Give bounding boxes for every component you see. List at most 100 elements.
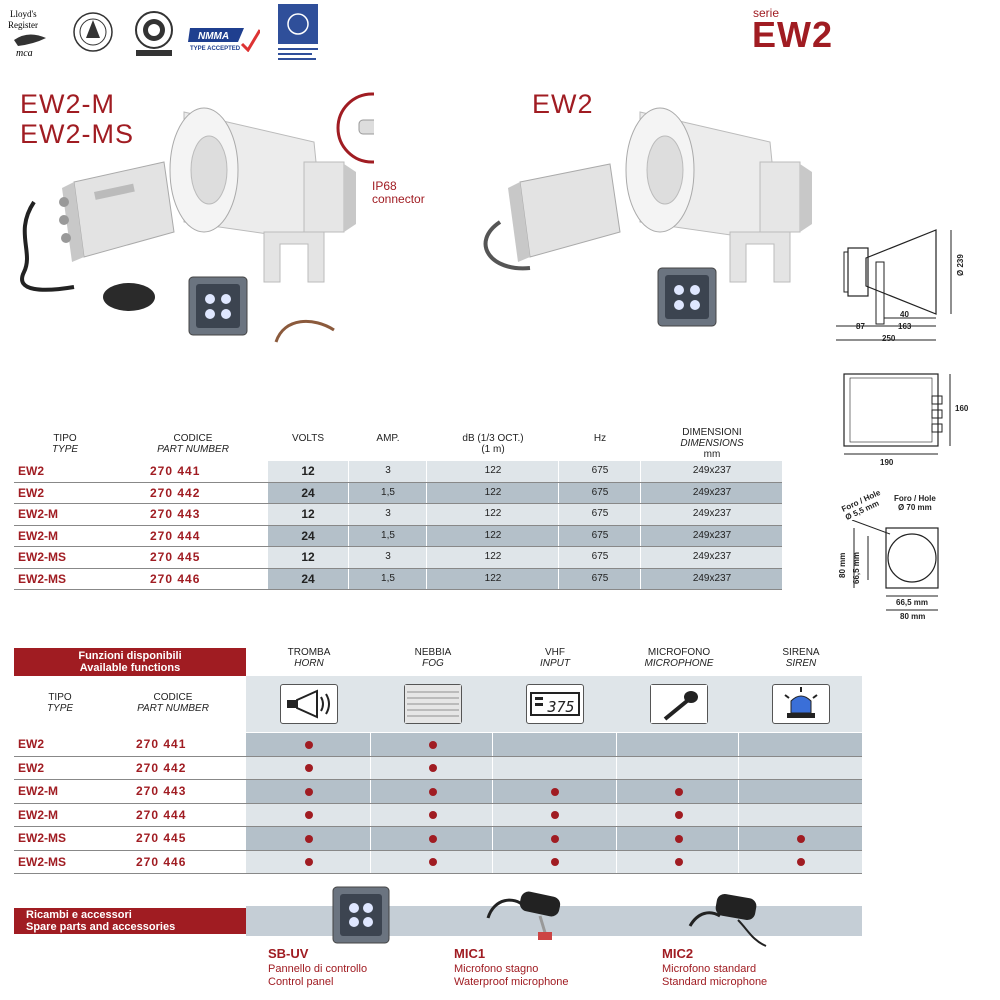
accessories-title-it: Ricambi e accessori: [26, 909, 132, 921]
spec-cell-db: 122: [484, 529, 502, 541]
functions-header-type: TIPO TYPE: [30, 692, 90, 714]
horn-dimension-drawing: [836, 229, 952, 341]
dim-horn-40: 40: [900, 310, 909, 319]
functions-header-codice: CODICE: [153, 692, 193, 703]
functions-row-type: EW2-MS: [18, 831, 66, 845]
functions-header-label-it: SIRENA: [782, 647, 820, 658]
spec-column-divider: [426, 482, 427, 503]
functions-column-divider: [370, 756, 371, 779]
function-available-dot: [429, 858, 437, 867]
horn-icon: [280, 684, 338, 724]
functions-row-code: 270 444: [136, 807, 187, 822]
fog-icon: [404, 684, 462, 724]
spec-row-stripe: [268, 568, 782, 589]
functions-row-stripe: [246, 756, 862, 779]
rina-logo: [72, 8, 114, 61]
spec-cell-hz: 675: [591, 529, 609, 541]
function-available-dot: [305, 834, 313, 843]
product-image-ew2-m: [20, 92, 374, 343]
spec-column-divider: [348, 461, 349, 482]
spec-header-dimensioni: DIMENSIONI: [682, 427, 742, 438]
spec-header-db: dB (1/3 OCT.) (1 m): [428, 433, 558, 455]
dim-box-190: 190: [880, 458, 894, 467]
ip68-label: IP68 connector: [372, 180, 425, 206]
accessory-description-en: Waterproof microphone: [454, 976, 569, 988]
mic2-image: [688, 893, 767, 947]
function-available-dot: [675, 787, 683, 796]
functions-row-stripe: [246, 733, 862, 756]
function-available-dot: [797, 834, 805, 843]
functions-row-divider: [14, 873, 862, 874]
functions-column-divider: [370, 733, 371, 756]
functions-header-label-en: HORN: [294, 658, 324, 669]
spec-row-type: EW2-MS: [18, 571, 66, 586]
spec-column-divider: [640, 504, 641, 525]
spec-row-stripe: [268, 504, 782, 525]
functions-row-code: 270 441: [136, 737, 187, 751]
dim-horn-250: 250: [882, 334, 896, 343]
functions-column-divider: [492, 803, 493, 826]
dim-panel-hole-small: Foro / Hole Ø 5,5 mm: [840, 488, 885, 522]
ip68-label-line2: connector: [372, 192, 425, 206]
spec-column-divider: [426, 568, 427, 589]
spec-cell-db: 122: [484, 486, 502, 498]
product-image-ew2: [483, 107, 812, 327]
spec-row-stripe: [268, 461, 782, 482]
functions-header-code: CODICE PART NUMBER: [110, 692, 236, 714]
spec-header-dimensions: DIMENSIONI DIMENSIONS mm: [650, 427, 774, 460]
siren-icon: [772, 684, 830, 724]
dim-horn-163: 163: [898, 322, 912, 331]
functions-column-divider: [616, 733, 617, 756]
spec-cell-amp: 1,5: [381, 529, 395, 541]
svg-text:375: 375: [546, 698, 574, 716]
ip68-label-line1: IP68: [372, 179, 397, 193]
function-available-dot: [429, 764, 437, 773]
functions-header-tipo: TIPO: [48, 692, 72, 703]
functions-row-code: 270 443: [136, 784, 187, 798]
spec-column-divider: [426, 461, 427, 482]
functions-column-divider: [492, 827, 493, 850]
spec-header-type: TIPO TYPE: [30, 433, 100, 455]
functions-column-divider: [492, 780, 493, 803]
serie-label: serie: [753, 6, 780, 20]
functions-header-label-it: MICROFONO: [647, 647, 711, 658]
functions-column-divider: [370, 780, 371, 803]
spec-cell-hz: 675: [591, 486, 609, 498]
spec-column-divider: [558, 461, 559, 482]
spec-column-divider: [558, 482, 559, 503]
spec-column-divider: [348, 547, 349, 568]
spec-cell-amp: 3: [385, 508, 391, 519]
dim-panel-80w: 80 mm: [900, 612, 926, 621]
functions-column-divider: [616, 850, 617, 873]
function-available-dot: [305, 858, 313, 867]
spec-cell-dim: 249x237: [692, 508, 732, 519]
spec-cell-volts: 24: [301, 571, 315, 586]
spec-cell-dim: 249x237: [692, 465, 732, 476]
spec-header-db-line2: (1 m): [481, 444, 505, 455]
accessory-name: SB-UV: [268, 946, 309, 961]
spec-header-amp: AMP.: [376, 433, 400, 444]
accessories-title-bar: Ricambi e accessori Spare parts and acce…: [14, 908, 246, 934]
bureau-veritas-logo: [132, 8, 176, 63]
spec-row-code: 270 442: [150, 485, 201, 500]
box-dimension-drawing: [843, 373, 951, 455]
function-available-dot: [675, 834, 683, 843]
functions-column-divider: [492, 850, 493, 873]
dim-horn-87: 87: [856, 322, 865, 331]
spec-column-divider: [640, 461, 641, 482]
svg-text:TYPE ACCEPTED: TYPE ACCEPTED: [190, 46, 241, 52]
functions-header-label-it: TROMBA: [287, 647, 331, 658]
product-title-ew2-m: EW2-M: [20, 89, 115, 119]
functions-row-type: EW2-M: [18, 807, 58, 822]
spec-cell-hz: 675: [591, 551, 609, 562]
function-available-dot: [551, 858, 559, 867]
functions-header-label-it: VHF: [545, 647, 565, 658]
mic1-image: [486, 891, 561, 940]
spec-cell-volts: 24: [301, 485, 315, 500]
spec-column-divider: [426, 525, 427, 546]
spec-header-dimensions-en: DIMENSIONS: [680, 438, 744, 449]
microphone-icon: [650, 684, 708, 724]
spec-cell-hz: 675: [591, 508, 609, 519]
